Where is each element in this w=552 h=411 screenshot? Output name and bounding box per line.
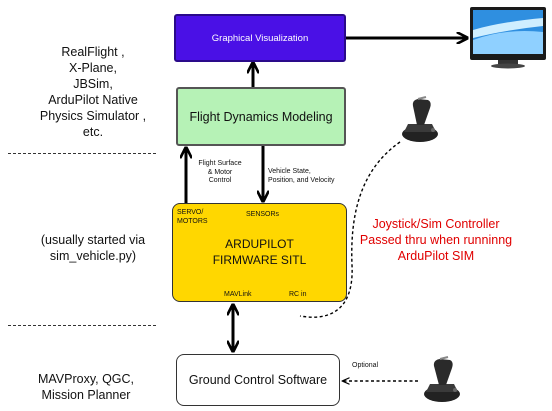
- simulators-label: RealFlight , X-Plane, JBSim, ArduPilot N…: [39, 45, 147, 139]
- section-divider-bottom: [8, 325, 156, 326]
- usually-started-label: (usually started via sim_vehicle.py): [40, 233, 146, 263]
- section-divider-top: [8, 153, 156, 154]
- flight-dynamics-label: Flight Dynamics Modeling: [189, 109, 333, 124]
- optional-label: Optional: [352, 362, 379, 369]
- port-rc-in: RC in: [289, 291, 307, 298]
- flight-surface-label: Flight Surface & Motor Control: [198, 160, 242, 184]
- gcs-examples-label: MAVProxy, QGC, Mission Planner: [37, 372, 135, 402]
- ground-control-label: Ground Control Software: [188, 373, 328, 387]
- vehicle-state-label: Vehicle State, Position, and Velocity: [268, 168, 335, 184]
- monitor-icon: [470, 7, 546, 69]
- graphical-visualization-box: Graphical Visualization: [174, 14, 346, 62]
- joystick-icon: [402, 96, 438, 142]
- dashed-joystick-to-rcin: [299, 141, 401, 318]
- sitl-title-line1: ARDUPILOT: [225, 237, 294, 251]
- flight-dynamics-box: Flight Dynamics Modeling: [176, 87, 346, 146]
- joystick-icon-bottom: [424, 356, 460, 402]
- port-servo-motors: SERVO/ MOTORS: [177, 209, 208, 225]
- sitl-title-line2: FIRMWARE SITL: [212, 253, 307, 267]
- joystick-passthrough-note: Joystick/Sim Controller Passed thru when…: [359, 217, 513, 263]
- port-mavlink: MAVLink: [224, 291, 252, 298]
- ground-control-box: Ground Control Software: [176, 354, 340, 406]
- ardupilot-sitl-box: SERVO/ MOTORS SENSORs ARDUPILOT FIRMWARE…: [172, 203, 347, 302]
- port-sensors: SENSORs: [246, 211, 280, 218]
- graphical-visualization-label: Graphical Visualization: [211, 32, 309, 44]
